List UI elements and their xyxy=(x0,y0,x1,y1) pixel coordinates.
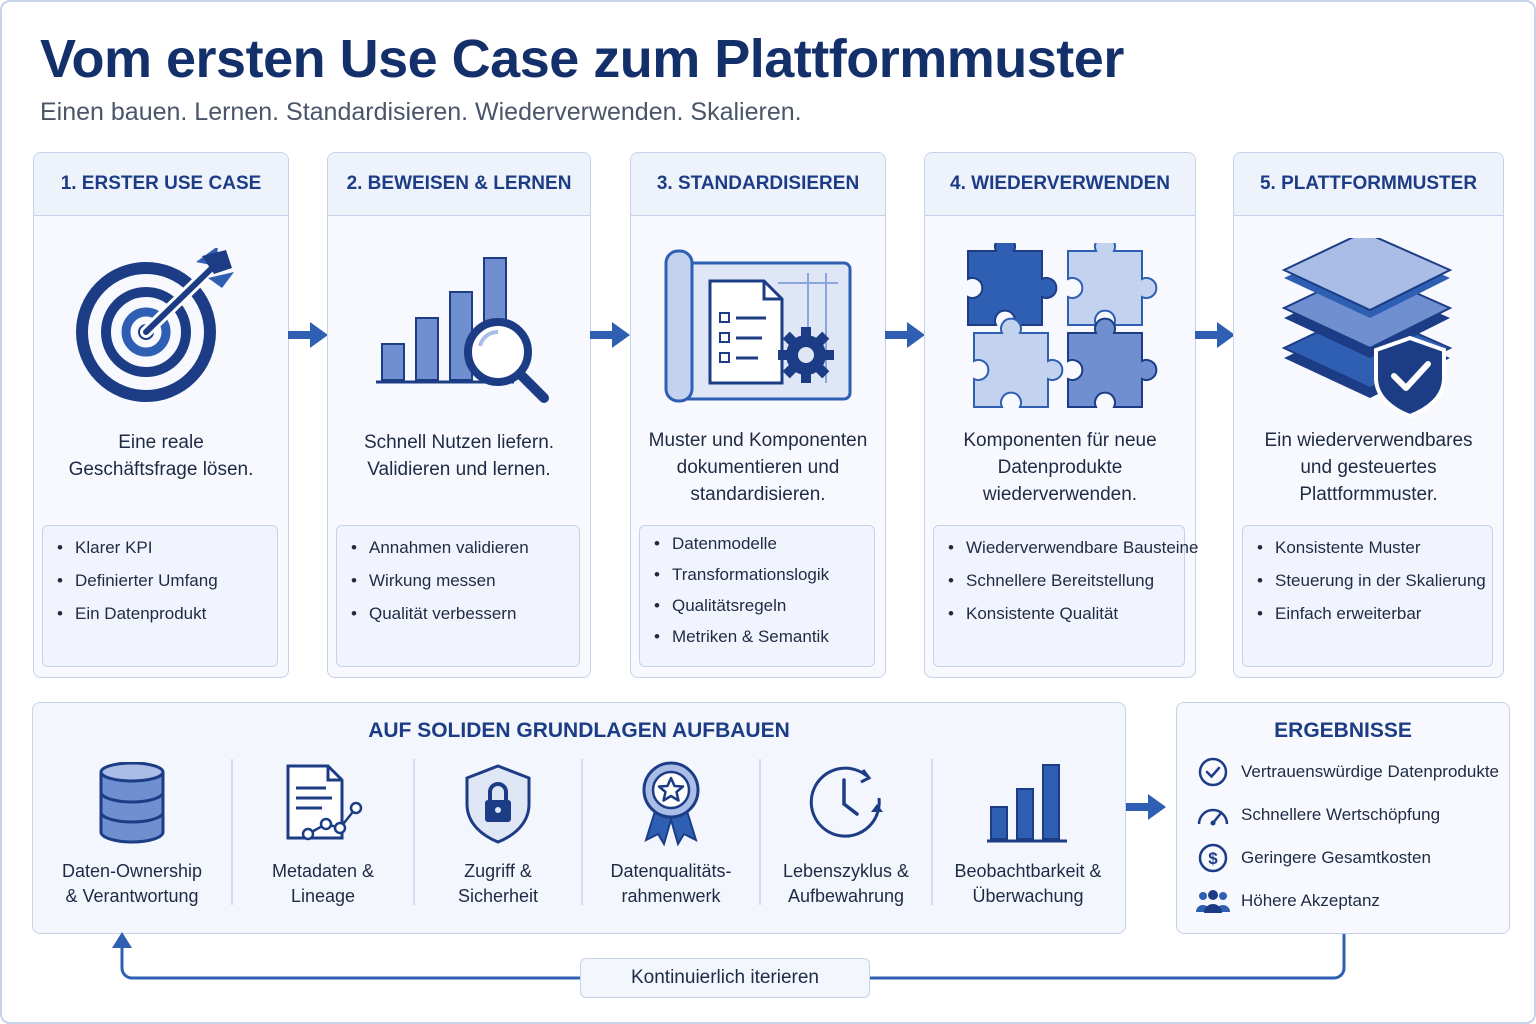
result-item: Schnellere Wertschöpfung xyxy=(1195,798,1440,832)
page-title: Vom ersten Use Case zum Plattformmuster xyxy=(40,29,1124,89)
list-item: Schnellere Bereitstellung xyxy=(934,571,1184,604)
list-item: Qualitätsregeln xyxy=(640,596,874,627)
results-panel: ERGEBNISSE Vertrauenswürdige Datenproduk… xyxy=(1176,702,1510,934)
flow-arrow-icon xyxy=(885,322,925,348)
divider xyxy=(759,759,761,905)
list-item: Definierter Umfang xyxy=(43,571,277,604)
stage-3-card: 3. STANDARDISIEREN xyxy=(630,152,886,678)
list-item: Einfach erweiterbar xyxy=(1243,604,1492,637)
stage-heading: 2. BEWEISEN & LERNEN xyxy=(328,153,590,216)
stage-2-card: 2. BEWEISEN & LERNEN Schnell Nutzen lief… xyxy=(327,152,591,678)
result-item: $ Geringere Gesamtkosten xyxy=(1195,841,1431,875)
bar-chart-icon xyxy=(985,755,1071,851)
list-item: Transformationslogik xyxy=(640,565,874,596)
clock-icon xyxy=(805,755,887,851)
divider xyxy=(581,759,583,905)
divider xyxy=(413,759,415,905)
foundation-item: Beobachtbarkeit &Überwachung xyxy=(933,755,1123,925)
stage-heading: 4. WIEDERVERWENDEN xyxy=(925,153,1195,216)
stage-description: Schnell Nutzen liefern.Validieren und le… xyxy=(363,432,555,480)
puzzle-pieces-icon xyxy=(925,243,1195,413)
divider xyxy=(231,759,233,905)
document-lineage-icon xyxy=(278,755,368,851)
list-item: Wiederverwendbare Bausteine xyxy=(934,538,1198,571)
stage-bullet-list: Konsistente Muster Steuerung in der Skal… xyxy=(1242,525,1493,667)
flow-arrow-icon xyxy=(590,322,630,348)
list-item: Steuerung in der Skalierung xyxy=(1243,571,1492,604)
dollar-circle-icon: $ xyxy=(1195,842,1231,874)
foundation-panel: AUF SOLIDEN GRUNDLAGEN AUFBAUEN Daten-Ow… xyxy=(32,702,1126,934)
check-circle-icon xyxy=(1195,756,1231,788)
foundation-label: Beobachtbarkeit &Überwachung xyxy=(954,861,1102,906)
layers-shield-icon xyxy=(1234,238,1503,418)
iterate-label: Kontinuierlich iterieren xyxy=(580,958,870,998)
foundation-label: Daten-Ownership& Verantwortung xyxy=(61,861,203,906)
shield-lock-icon xyxy=(463,755,533,851)
target-arrow-icon xyxy=(34,243,288,413)
list-item: Konsistente Qualität xyxy=(934,604,1184,637)
foundation-label: Metadaten &Lineage xyxy=(271,861,375,906)
results-title: ERGEBNISSE xyxy=(1274,719,1412,742)
users-icon xyxy=(1195,885,1231,917)
foundation-item: Metadaten &Lineage xyxy=(233,755,413,925)
stage-heading: 3. STANDARDISIEREN xyxy=(631,153,885,216)
chart-magnifier-icon xyxy=(328,243,590,413)
database-icon xyxy=(97,755,167,851)
stage-bullet-list: Klarer KPI Definierter Umfang Ein Datenp… xyxy=(42,525,278,667)
svg-text:$: $ xyxy=(1208,849,1218,868)
divider xyxy=(931,759,933,905)
stage-heading: 5. PLATTFORMMUSTER xyxy=(1234,153,1503,216)
foundation-item: Zugriff &Sicherheit xyxy=(415,755,581,925)
result-item: Vertrauenswürdige Datenprodukte xyxy=(1195,755,1499,789)
stage-bullet-list: Wiederverwendbare Bausteine Schnellere B… xyxy=(933,525,1198,667)
stage-5-card: 5. PLATTFORMMUSTER Ein wiederverwendbare… xyxy=(1233,152,1504,678)
list-item: Metriken & Semantik xyxy=(640,627,874,658)
list-item: Konsistente Muster xyxy=(1243,538,1492,571)
list-item: Annahmen validieren xyxy=(337,538,579,571)
flow-arrow-icon xyxy=(288,322,328,348)
award-ribbon-icon xyxy=(636,755,706,851)
stage-bullet-list: Datenmodelle Transformationslogik Qualit… xyxy=(639,525,875,667)
foundation-label: Datenqualitäts-rahmenwerk xyxy=(610,861,732,906)
blueprint-document-gear-icon xyxy=(631,243,885,413)
flow-arrow-icon xyxy=(1195,322,1235,348)
speedometer-icon xyxy=(1195,799,1231,831)
foundation-label: Lebenszyklus &Aufbewahrung xyxy=(782,861,910,906)
foundation-item: Datenqualitäts-rahmenwerk xyxy=(583,755,759,925)
foundation-label: Zugriff &Sicherheit xyxy=(457,861,539,906)
foundation-item: Lebenszyklus &Aufbewahrung xyxy=(761,755,931,925)
list-item: Ein Datenprodukt xyxy=(43,604,277,637)
list-item: Klarer KPI xyxy=(43,538,277,571)
list-item: Qualität verbessern xyxy=(337,604,579,637)
result-item: Höhere Akzeptanz xyxy=(1195,884,1380,918)
list-item: Wirkung messen xyxy=(337,571,579,604)
stage-bullet-list: Annahmen validieren Wirkung messen Quali… xyxy=(336,525,580,667)
stage-heading: 1. ERSTER USE CASE xyxy=(34,153,288,216)
foundation-item: Daten-Ownership& Verantwortung xyxy=(33,755,231,925)
foundation-title: AUF SOLIDEN GRUNDLAGEN AUFBAUEN xyxy=(368,719,790,742)
page-subtitle: Einen bauen. Lernen. Standardisieren. Wi… xyxy=(40,98,802,126)
flow-arrow-icon xyxy=(1126,794,1166,820)
list-item: Datenmodelle xyxy=(640,534,874,565)
